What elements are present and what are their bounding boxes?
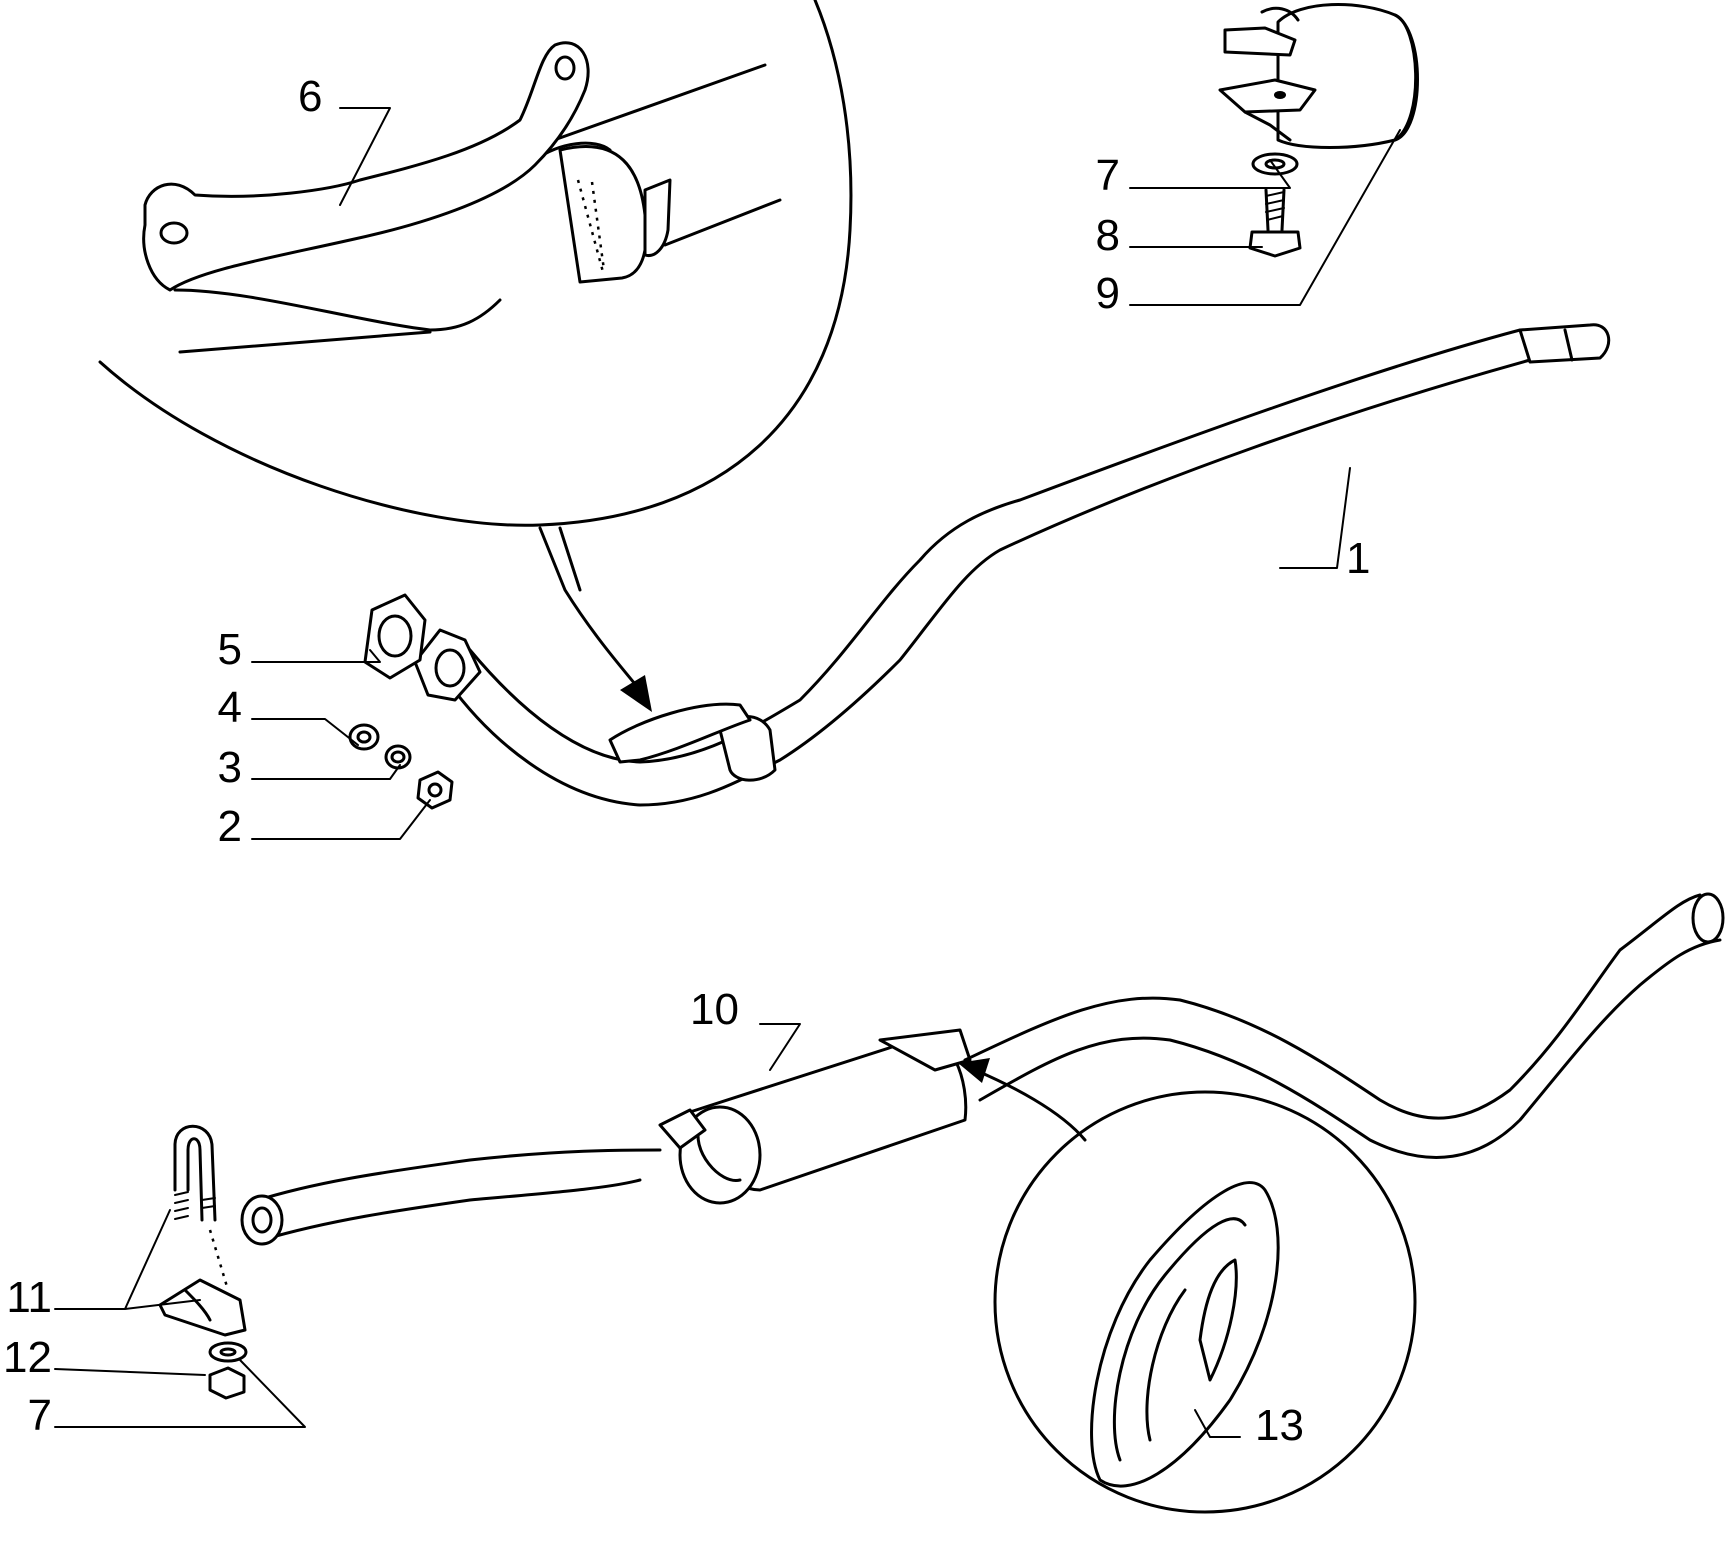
callout-2: 2 [218, 802, 242, 851]
detail-pointer-arrow [538, 526, 652, 712]
callout-10: 10 [690, 985, 739, 1034]
callout-12: 12 [3, 1333, 52, 1382]
front-exhaust-pipe [413, 323, 1611, 807]
callout-11: 11 [6, 1273, 52, 1322]
callout-8: 8 [1096, 211, 1120, 260]
rear-pipe-and-muffler [240, 892, 1725, 1246]
detail-view-bracket [98, 0, 853, 527]
callout-3: 3 [218, 743, 242, 792]
callout-1: 1 [1346, 534, 1370, 583]
callout-7-top: 7 [1096, 151, 1120, 200]
callout-9: 9 [1096, 269, 1120, 318]
rubber-mount-detail [993, 1090, 1417, 1514]
detail-pointer-arrow-rear [958, 1058, 1087, 1142]
u-bolt-clamp-set [158, 1124, 248, 1400]
clamp-detail [1218, 3, 1419, 258]
callout-7-bottom: 7 [28, 1391, 52, 1440]
callout-6: 6 [298, 72, 322, 121]
leader-lines [54, 107, 1401, 1438]
callout-13: 13 [1255, 1401, 1304, 1450]
callout-4: 4 [218, 683, 242, 732]
callout-5: 5 [218, 625, 242, 674]
fastener-set-front [348, 723, 454, 810]
